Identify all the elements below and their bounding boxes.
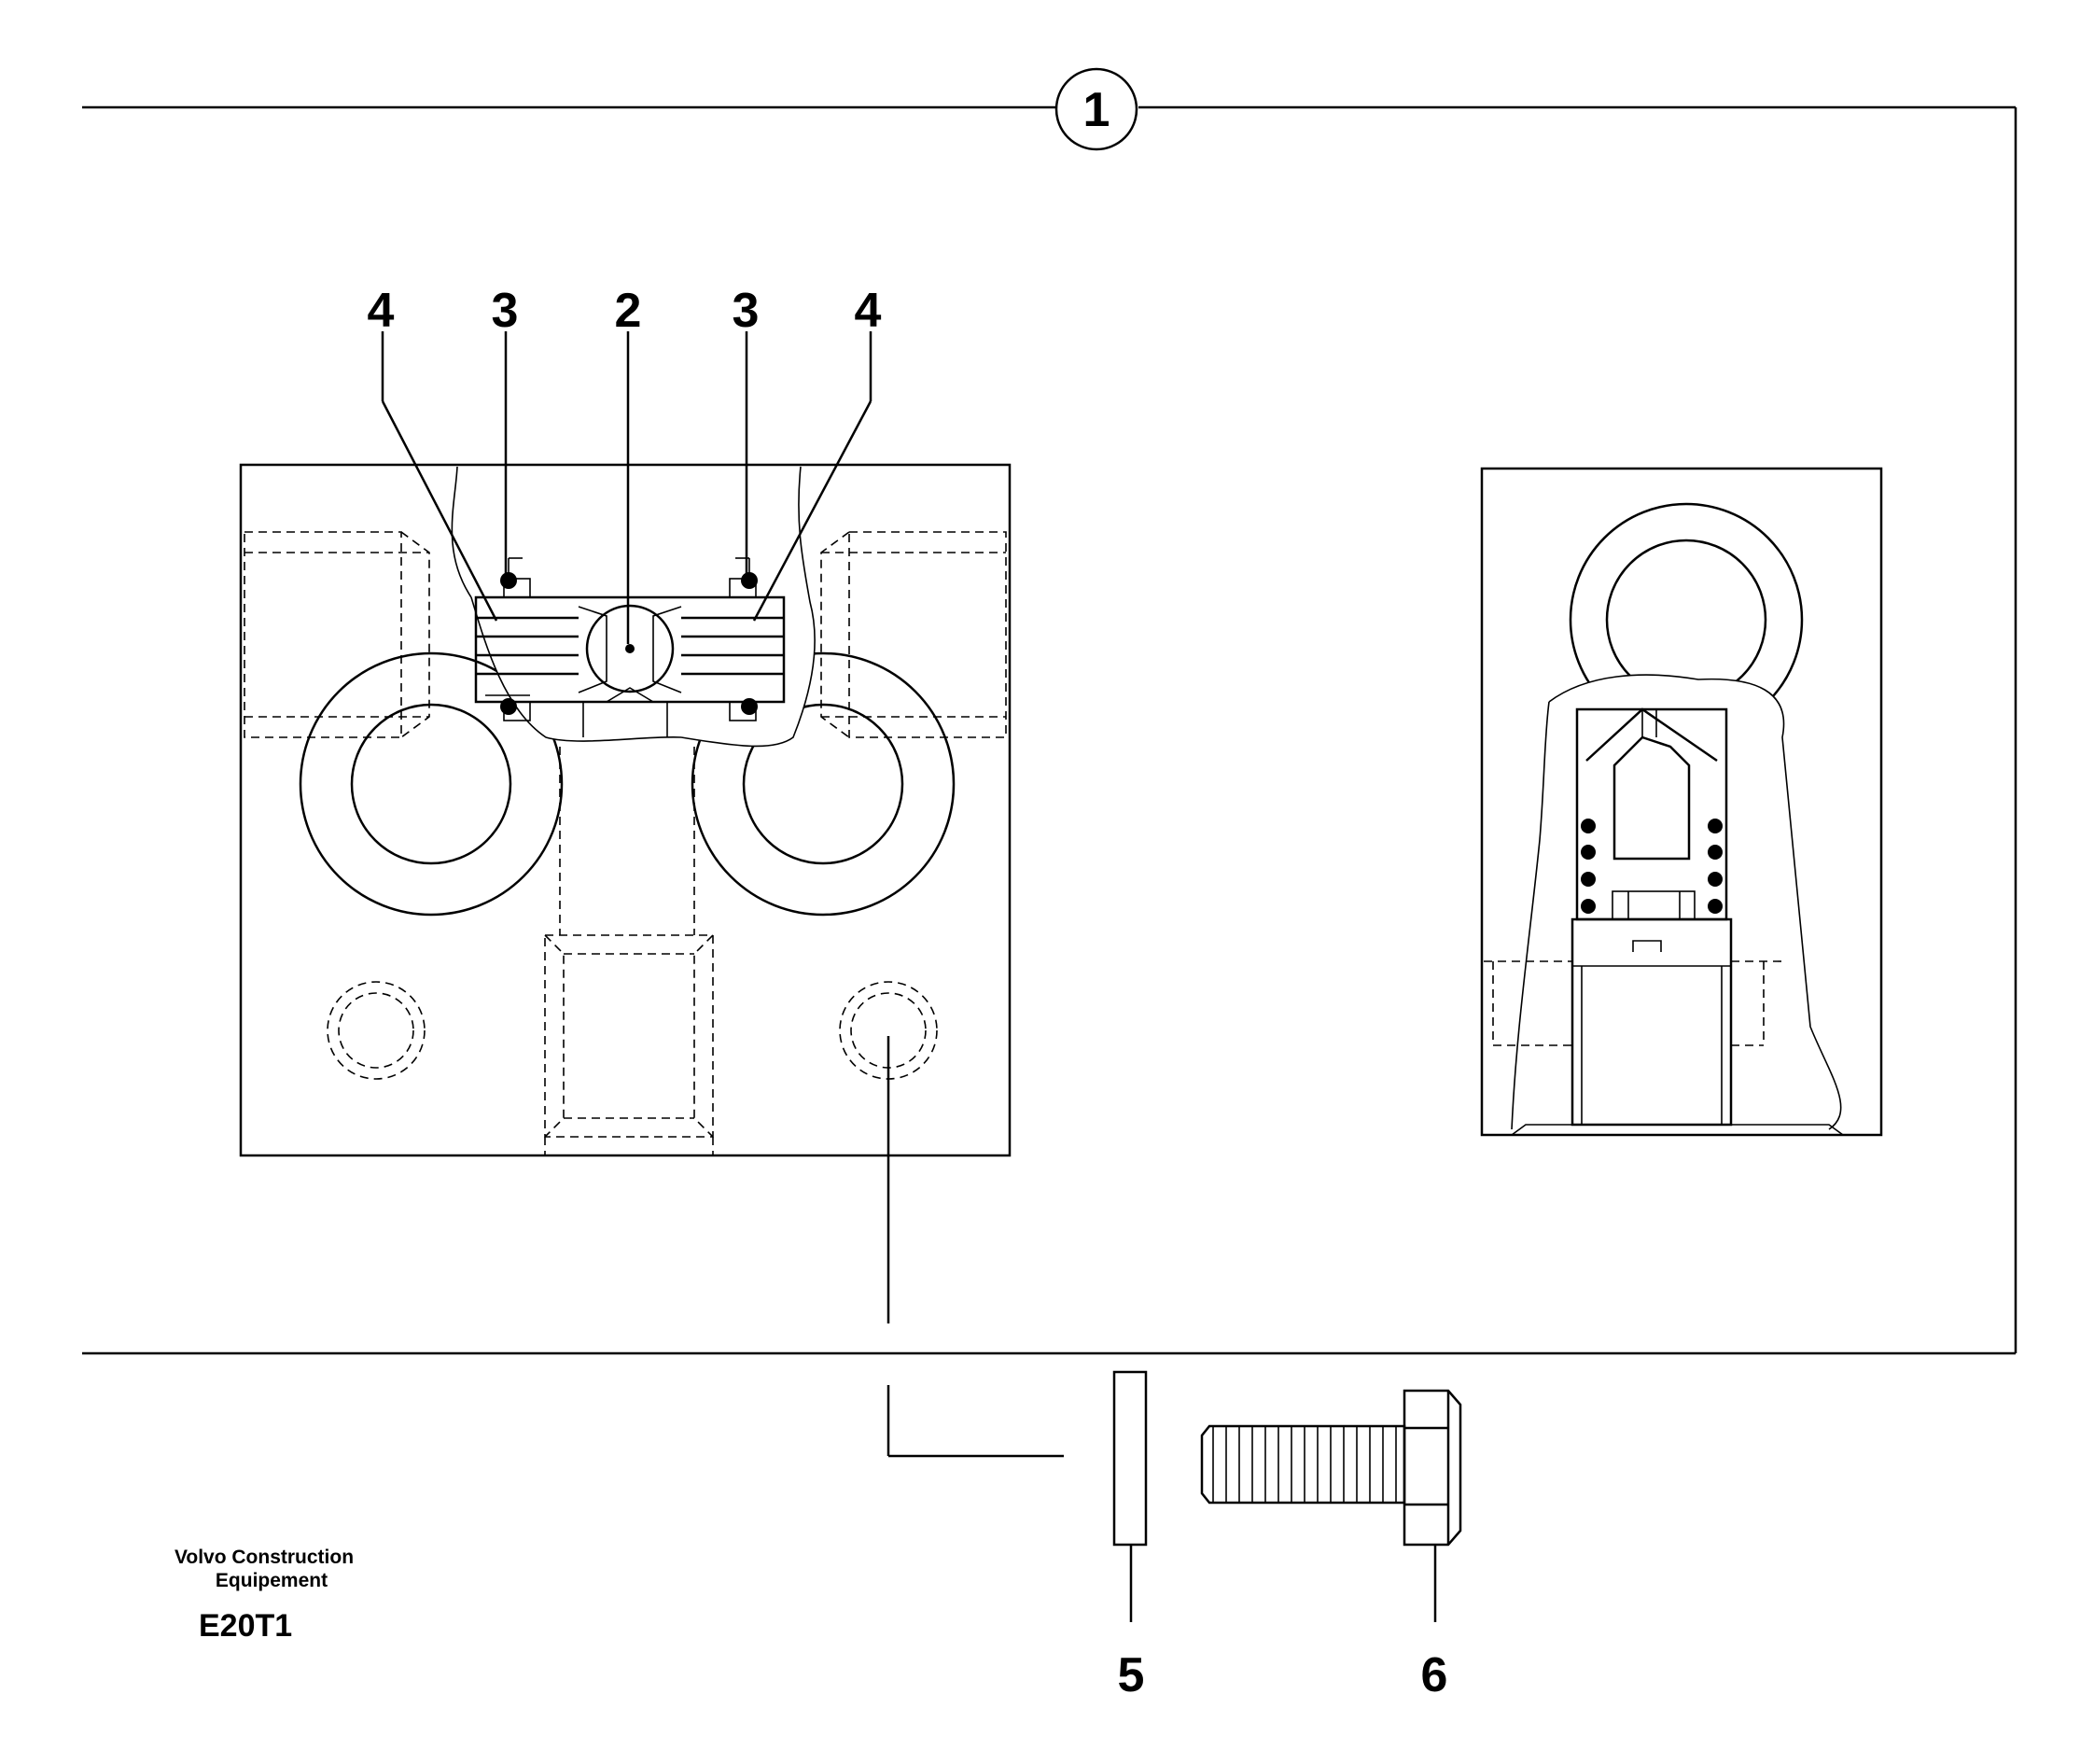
callout-5[interactable]: 5 <box>1118 1648 1145 1702</box>
spring <box>1581 819 1723 914</box>
shuttle-valve-body <box>474 595 786 704</box>
callout-4-left[interactable]: 4 <box>368 284 395 338</box>
valve-block-front-view <box>239 463 1012 1157</box>
port-left-outer <box>299 651 564 917</box>
assembly-callout-label: 1 <box>1083 83 1110 137</box>
drawing-code: E20T1 <box>199 1608 292 1644</box>
mounting-hole-left <box>327 981 426 1080</box>
port-right-outer <box>691 651 956 917</box>
port-right-inner <box>742 703 904 865</box>
callout-2[interactable]: 2 <box>615 284 642 338</box>
port-left-inner <box>350 703 512 865</box>
callout-4-right[interactable]: 4 <box>855 284 882 338</box>
brand-line-1: Volvo Construction <box>174 1547 354 1568</box>
leader-lines <box>381 331 1437 1622</box>
callout-3-left[interactable]: 3 <box>492 284 519 338</box>
valve-block-side-view <box>1480 467 1883 1137</box>
washer <box>1112 1370 1148 1547</box>
callout-3-right[interactable]: 3 <box>733 284 760 338</box>
brand-line-2: Equipement <box>216 1570 328 1591</box>
callout-6[interactable]: 6 <box>1421 1648 1448 1702</box>
assembly-callout[interactable]: 1 <box>1054 67 1138 151</box>
o-ring <box>500 698 517 715</box>
shuttle-ball <box>585 604 675 693</box>
hex-bolt <box>1200 1389 1462 1547</box>
o-ring <box>741 698 758 715</box>
assembly-frame <box>82 105 2017 1355</box>
